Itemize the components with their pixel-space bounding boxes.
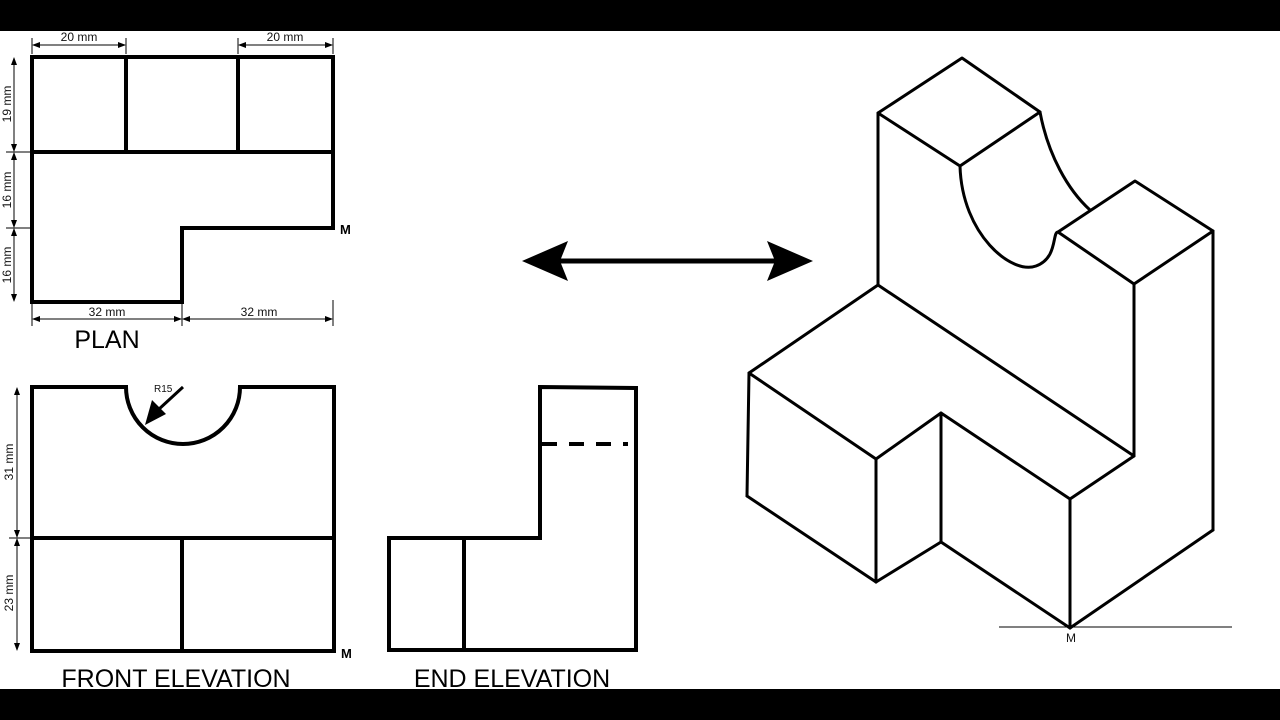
plan-m-marker: M [340,222,351,237]
front-elevation-outline [30,385,336,653]
radius-arrowhead [145,400,166,425]
plan-dim-left-3: 16 mm [0,247,14,284]
radius-label: R15 [154,384,173,395]
front-elevation-title: FRONT ELEVATION [61,665,290,693]
iso-left-block-front-edge [745,371,751,498]
plan-dim-bottom-right: 32 mm [241,305,278,319]
front-dim-left-1: 31 mm [2,444,16,481]
front-dim-left-2: 23 mm [2,575,16,612]
iso-m-marker: M [1066,631,1076,645]
plan-title: PLAN [74,326,139,354]
end-elevation-outline [387,384,638,652]
bottom-letterbox-bar [0,689,1280,720]
drawing-sheet [0,31,1280,689]
front-elevation-view: R15 31 mm 23 mm M FRONT ELEVATION [2,384,352,693]
isometric-view: M [745,56,1232,645]
plan-dim-top-left: 20 mm [61,30,98,44]
iso-semicircle-cutout [958,110,1092,269]
plan-view: 20 mm 20 mm 19 mm 16 mm 16 mm 32 mm 32 m… [0,30,351,354]
iso-notch-bottom-edge [874,540,943,584]
iso-right-bottom-edge [1068,528,1215,630]
iso-front-bottom-edge [939,540,1072,630]
plan-dim-bottom-left: 32 mm [89,305,126,319]
radius-leader-line [156,385,185,412]
plan-dim-left-1: 19 mm [0,86,14,123]
plan-dim-top-right: 20 mm [267,30,304,44]
plan-outline [30,55,335,304]
front-m-marker: M [341,646,352,661]
end-elevation-title: END ELEVATION [414,665,610,693]
plan-dim-left-2: 16 mm [0,172,14,209]
iso-left-block-bottom-edge [745,494,878,584]
top-letterbox-bar [0,0,1280,31]
double-headed-arrow [522,241,813,281]
end-elevation-view: END ELEVATION [387,384,638,693]
